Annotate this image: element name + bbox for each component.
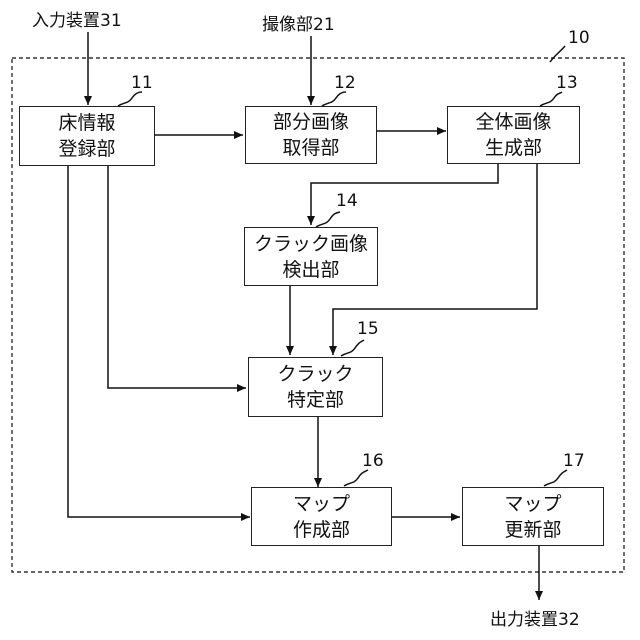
block-14-line2: 検出部 bbox=[282, 257, 339, 283]
ref-13: 13 bbox=[556, 73, 578, 93]
leader-10 bbox=[550, 46, 565, 62]
output-device-label: 出力装置32 bbox=[490, 605, 580, 630]
leader-11 bbox=[118, 92, 142, 106]
block-12-line2: 取得部 bbox=[282, 135, 339, 161]
block-11-line1: 床情報 bbox=[58, 110, 115, 136]
leader-12 bbox=[322, 92, 346, 106]
block-17-line2: 更新部 bbox=[504, 517, 561, 543]
ref-14: 14 bbox=[336, 191, 358, 211]
block-16-line2: 作成部 bbox=[293, 517, 350, 543]
block-17-map-update: マップ 更新部 bbox=[462, 487, 604, 546]
ref-10: 10 bbox=[568, 28, 590, 48]
block-17-line1: マップ bbox=[504, 491, 561, 517]
ref-16: 16 bbox=[362, 451, 384, 471]
block-11-line2: 登録部 bbox=[58, 136, 115, 162]
ref-11: 11 bbox=[131, 73, 153, 93]
leader-13 bbox=[540, 92, 562, 106]
ref-12: 12 bbox=[334, 73, 356, 93]
block-12-partial-image-acquisition: 部分画像 取得部 bbox=[245, 106, 377, 164]
ref-15: 15 bbox=[357, 319, 379, 339]
block-15-line2: 特定部 bbox=[287, 387, 344, 413]
block-12-line1: 部分画像 bbox=[273, 109, 349, 135]
ref-17: 17 bbox=[563, 451, 585, 471]
block-13-line2: 生成部 bbox=[485, 135, 542, 161]
leader-17 bbox=[544, 470, 567, 486]
leader-15 bbox=[341, 340, 364, 356]
block-15-line1: クラック bbox=[277, 361, 353, 387]
block-13-whole-image-generation: 全体画像 生成部 bbox=[447, 106, 580, 164]
block-16-line1: マップ bbox=[293, 491, 350, 517]
leader-16 bbox=[344, 470, 368, 486]
block-11-floor-info-registration: 床情報 登録部 bbox=[19, 106, 155, 166]
block-14-line1: クラック画像 bbox=[254, 231, 368, 257]
block-13-line1: 全体画像 bbox=[475, 109, 551, 135]
input-device-label: 入力装置31 bbox=[32, 6, 122, 31]
leader-14 bbox=[316, 212, 340, 227]
block-16-map-creation: マップ 作成部 bbox=[251, 487, 392, 546]
arrow-11-to-16 bbox=[68, 166, 250, 517]
arrow-11-to-15 bbox=[108, 166, 246, 388]
block-14-crack-image-detection: クラック画像 検出部 bbox=[244, 227, 378, 286]
camera-unit-label: 撮像部21 bbox=[262, 10, 335, 35]
block-15-crack-identification: クラック 特定部 bbox=[248, 357, 383, 417]
